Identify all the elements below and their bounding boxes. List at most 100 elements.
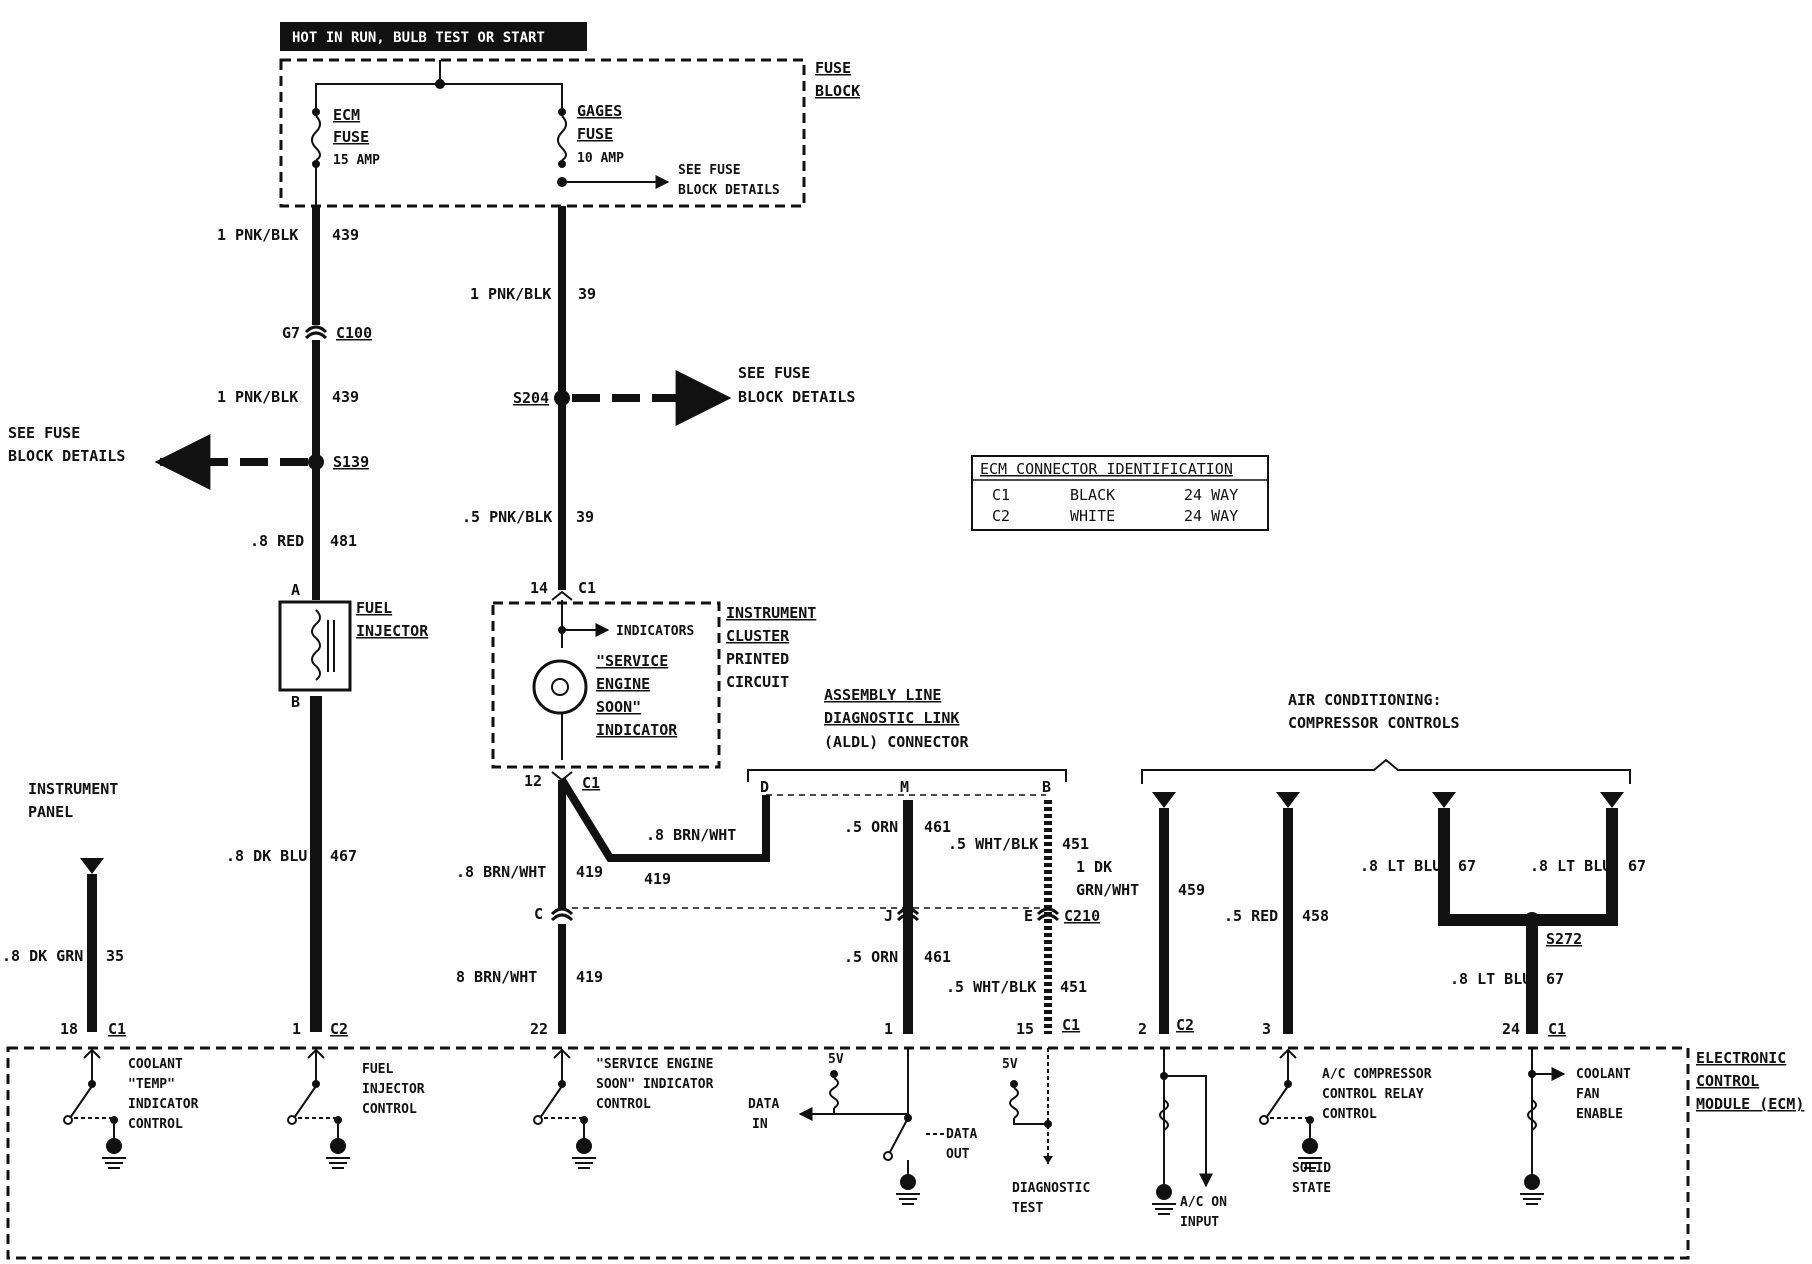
aldl-title-3: (ALDL) CONNECTOR [824, 733, 969, 751]
wire-419-branch-circuit: 419 [644, 870, 671, 888]
ecm-table-c2-color: WHITE [1070, 507, 1115, 525]
ecm-table-title: ECM CONNECTOR IDENTIFICATION [980, 460, 1233, 478]
power-banner-text: HOT IN RUN, BULB TEST OR START [292, 30, 545, 46]
injector-coil-icon [311, 609, 321, 681]
ecm-fuse-icon [311, 115, 321, 161]
wire-467-label: .8 DK BLU [226, 847, 307, 865]
ac-title-2: COMPRESSOR CONTROLS [1288, 714, 1460, 732]
s139-label: S139 [333, 453, 369, 471]
wire-481-circuit: 481 [330, 532, 357, 550]
wire-39-a-label: 1 PNK/BLK [470, 285, 551, 303]
ses-indicator-label-4: INDICATOR [596, 721, 678, 739]
splice-s139 [308, 454, 324, 470]
ecm-connector-table [971, 455, 1269, 531]
fuel-inj-ctrl-label-2: INJECTOR [362, 1082, 425, 1097]
fuse-see-details: SEE FUSE [678, 163, 741, 178]
c210-label: C210 [1064, 907, 1100, 925]
pin-1-c2: 1 [292, 1020, 301, 1038]
wire-39-b-circuit: 39 [576, 508, 594, 526]
aldl-title: ASSEMBLY LINE [824, 686, 941, 704]
cluster-label-2: CLUSTER [726, 627, 790, 645]
fuel-inj-ctrl-label: FUEL [362, 1062, 393, 1077]
data-out-label: DATA [946, 1127, 977, 1142]
ecm-table-c1-color: BLACK [1070, 486, 1115, 504]
coolant-temp-label-2: "TEMP" [128, 1077, 175, 1092]
wire-467-circuit: 467 [330, 847, 357, 865]
wire-439-a-circuit: 439 [332, 226, 359, 244]
gages-fuse-label-2: FUSE [577, 125, 613, 143]
ac-relay-label: A/C COMPRESSOR [1322, 1067, 1432, 1082]
wire-419-branch-label: .8 BRN/WHT [646, 826, 736, 844]
wire-39-a-circuit: 39 [578, 285, 596, 303]
solid-state-label: SOLID [1292, 1161, 1331, 1176]
ses-ctrl-label-3: CONTROL [596, 1097, 651, 1112]
aldl-pin-m: M [900, 778, 909, 796]
pin-14: 14 [530, 579, 548, 597]
pin-24: 24 [1502, 1020, 1520, 1038]
ses-ctrl-label-2: SOON" INDICATOR [596, 1077, 714, 1092]
instrument-cluster-box [491, 601, 721, 769]
ground-icon [896, 1160, 1544, 1215]
fuse-block-label: FUSE [815, 59, 851, 77]
pin-18-conn: C1 [108, 1020, 126, 1038]
pin-2-conn: C2 [1176, 1016, 1194, 1034]
gages-fuse-amp: 10 AMP [577, 151, 624, 166]
wire-419-a-circuit: 419 [576, 863, 603, 881]
aldl-pin-e: E [1024, 907, 1033, 925]
cluster-label-3: PRINTED [726, 650, 789, 668]
fuel-injector-box [278, 600, 352, 692]
wire-439-b-label: 1 PNK/BLK [217, 388, 298, 406]
pin-24-conn: C1 [1548, 1020, 1566, 1038]
aldl-pin-d: D [760, 778, 769, 796]
pin-15: 15 [1016, 1020, 1034, 1038]
cluster-label-4: CIRCUIT [726, 673, 789, 691]
wire-459-circuit: 459 [1178, 881, 1205, 899]
aldl-pin-j: J [884, 907, 893, 925]
ac-on-label-2: INPUT [1180, 1215, 1219, 1230]
ecm-fuse-label-2: FUSE [333, 128, 369, 146]
wire-458-label: .5 RED [1224, 907, 1278, 925]
ses-indicator-label: "SERVICE [596, 652, 668, 670]
ses-indicator-label-3: SOON" [596, 698, 641, 716]
wire-419-branch [558, 777, 770, 862]
wire-67-b-circuit: 67 [1628, 857, 1646, 875]
coolant-fan-label-3: ENABLE [1576, 1107, 1623, 1122]
wire-419-b-label: 8 BRN/WHT [456, 968, 537, 986]
solid-state-label-2: STATE [1292, 1181, 1331, 1196]
pin-1-c2-conn: C2 [330, 1020, 348, 1038]
wire-451-b-circuit: 451 [1060, 978, 1087, 996]
wire-39-b-label: .5 PNK/BLK [462, 508, 552, 526]
connector-c100-icon [304, 325, 328, 340]
switch-icon [287, 1048, 350, 1169]
wire-461-a-label: .5 ORN [844, 818, 898, 836]
data-out-label-2: OUT [946, 1147, 970, 1162]
pin-3: 3 [1262, 1020, 1271, 1038]
wire-419-a-label: .8 BRN/WHT [456, 863, 546, 881]
switch-icon [533, 1048, 596, 1169]
left-see-details-2: BLOCK DETAILS [8, 447, 125, 465]
coolant-fan-label-2: FAN [1576, 1087, 1600, 1102]
ecm-box [6, 1046, 1690, 1260]
instrument-panel-label: INSTRUMENT [28, 780, 118, 798]
wire-35-label: .8 DK GRN [2, 947, 83, 965]
pin-22: 22 [530, 1020, 548, 1038]
switch-icon [1259, 1048, 1322, 1169]
coolant-temp-label: COOLANT [128, 1057, 183, 1072]
fuel-injector-label-2: INJECTOR [356, 622, 429, 640]
instrument-panel-label-2: PANEL [28, 803, 73, 821]
wire-461-b-circuit: 461 [924, 948, 951, 966]
power-banner [280, 22, 587, 51]
ecm-fuse-amp: 15 AMP [333, 153, 380, 168]
wire-481-label: .8 RED [250, 532, 304, 550]
mid-see-details: SEE FUSE [738, 364, 810, 382]
ac-title: AIR CONDITIONING: [1288, 691, 1442, 709]
g7-label: G7 [282, 324, 300, 342]
ac-on-label: A/C ON [1180, 1195, 1227, 1210]
wire-67-a-label: .8 LT BLU [1360, 857, 1441, 875]
wire-459-label-2: GRN/WHT [1076, 881, 1139, 899]
gages-fuse-label: GAGES [577, 102, 622, 120]
wire-67-a-circuit: 67 [1458, 857, 1476, 875]
c1-top-label: C1 [578, 579, 596, 597]
fuse-see-details-2: BLOCK DETAILS [678, 183, 780, 198]
s204-label: S204 [513, 389, 549, 407]
